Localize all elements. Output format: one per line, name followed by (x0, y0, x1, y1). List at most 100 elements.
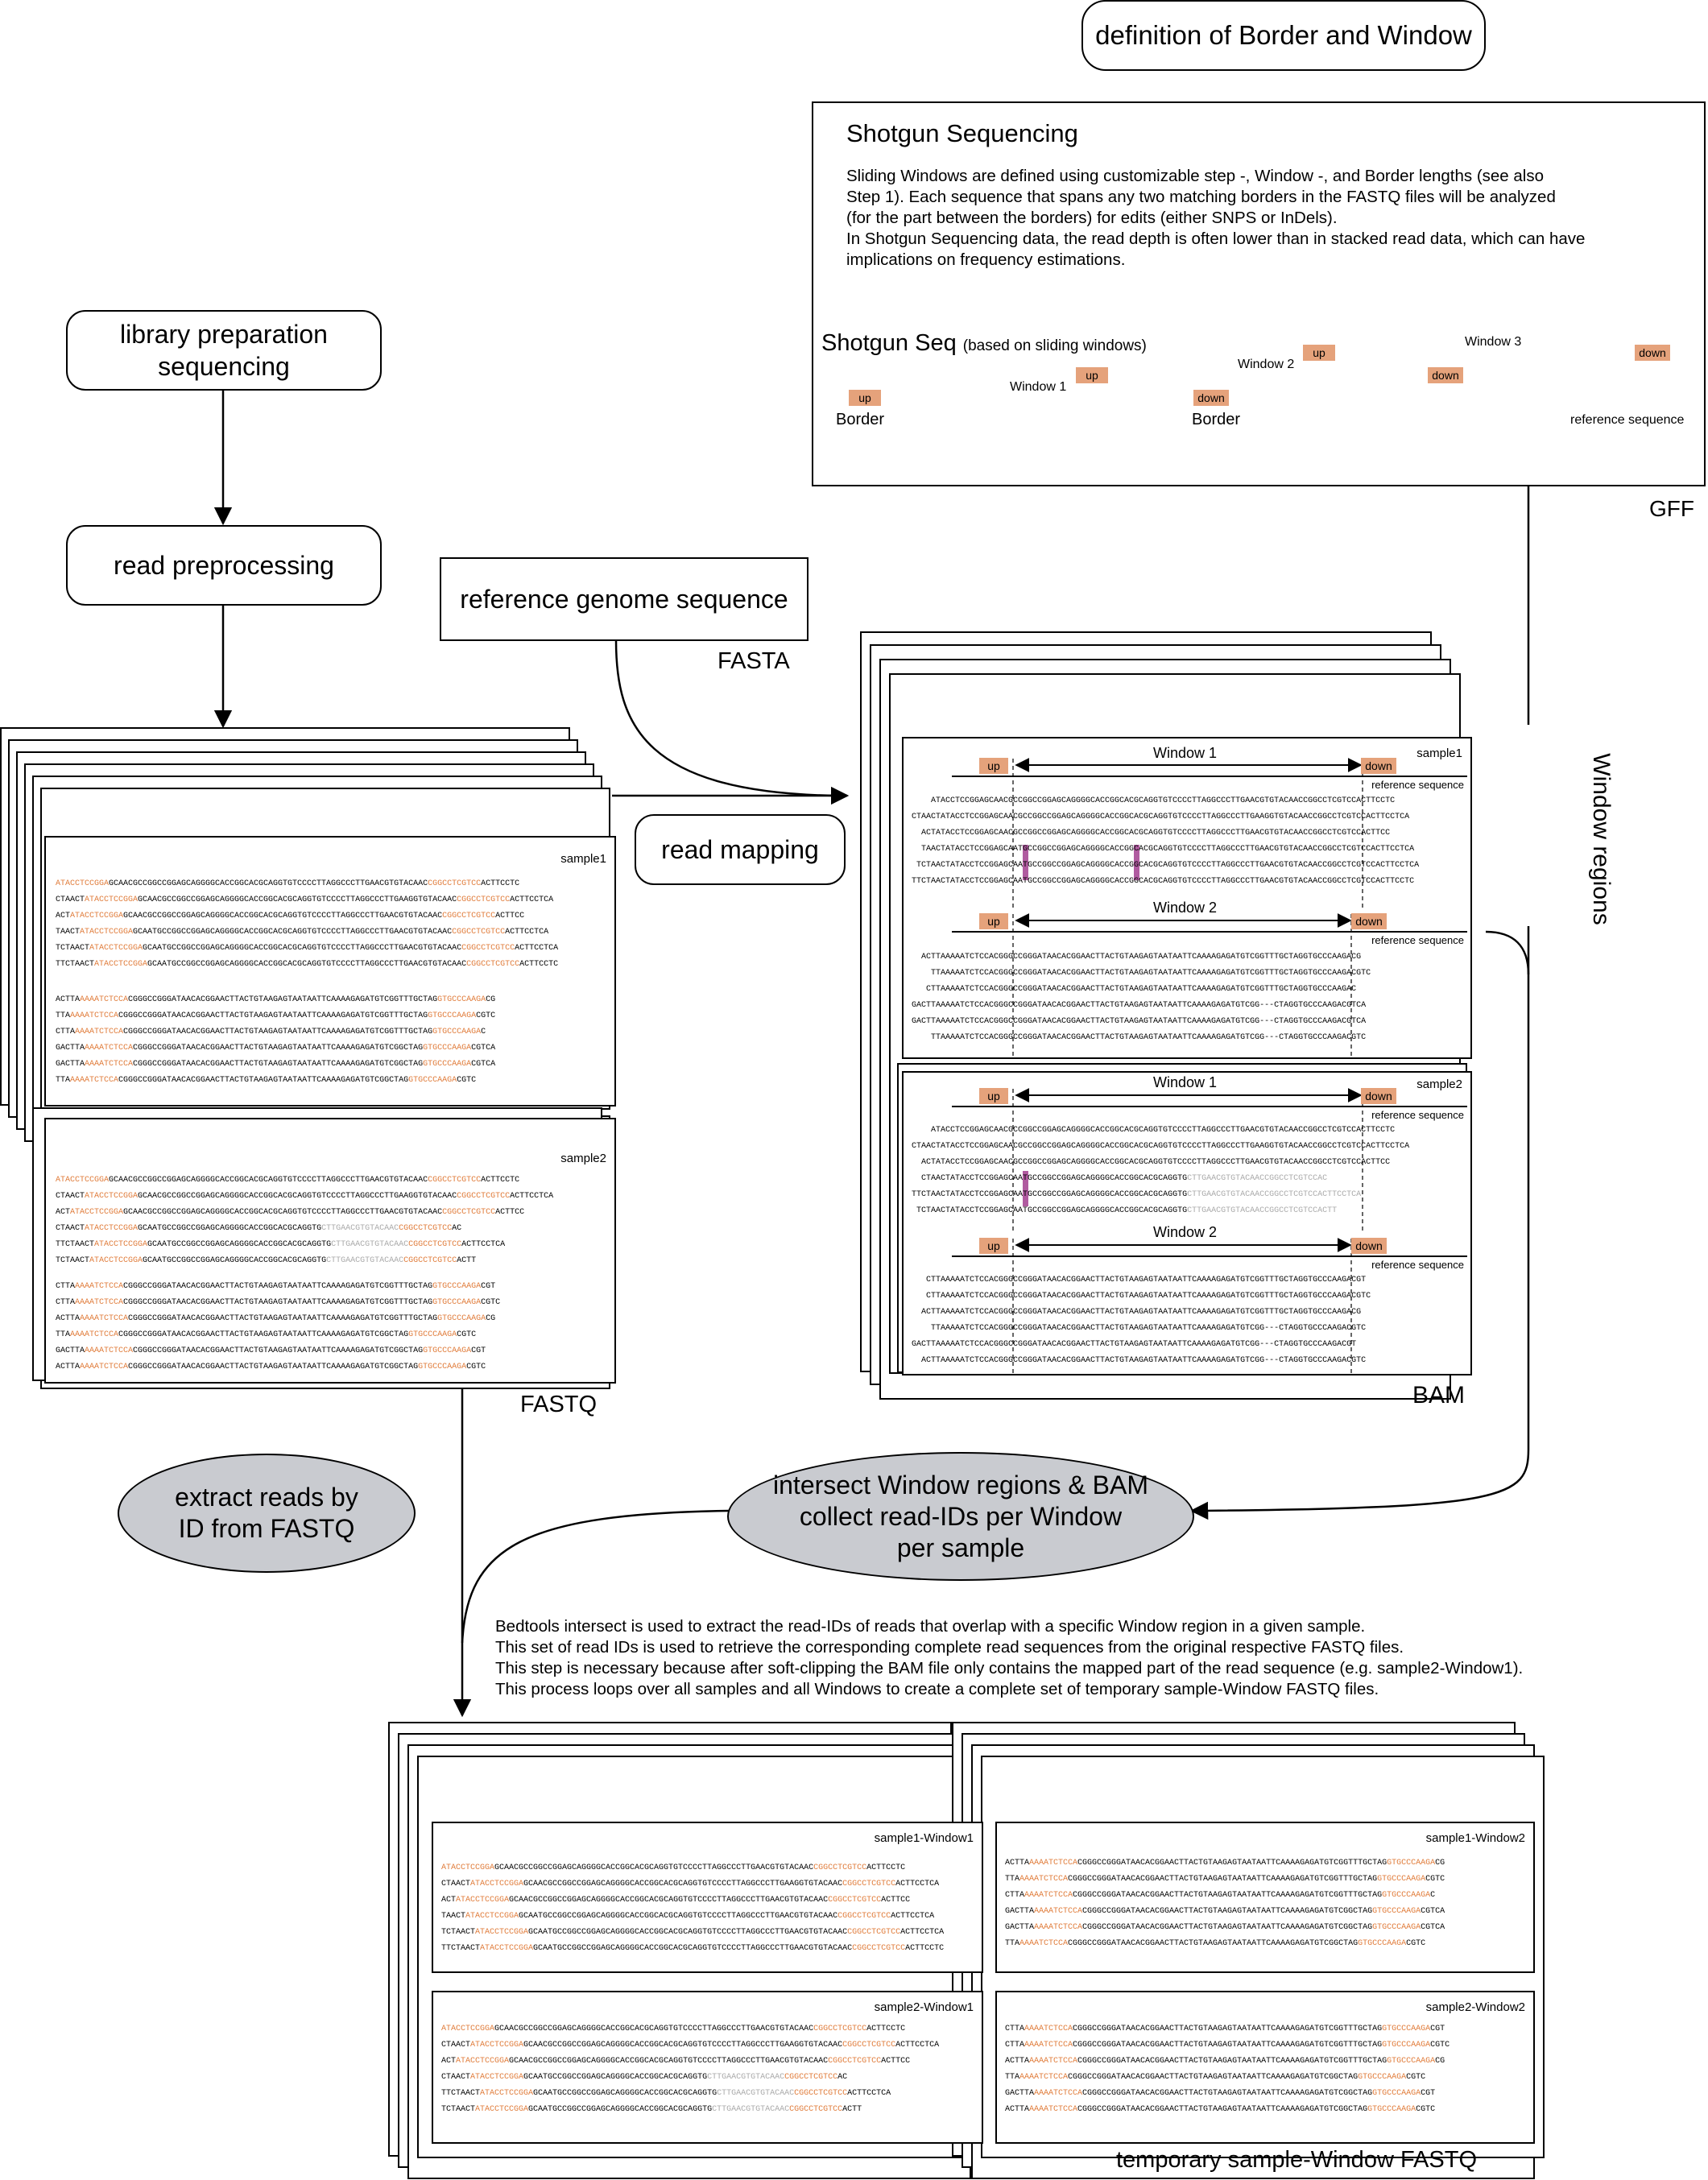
bam-sample2-label: sample2 (1416, 1078, 1462, 1091)
sequence-line: GACTTAAAAATCTCCACGGGCCGGGATAACACGGAACTTA… (912, 1017, 1367, 1026)
schematic-down-tag-2: down (1428, 367, 1463, 383)
sequence-line: CTAACTATACCTCCGGAGCAATGCCGGCCGGAGCAGGGGC… (441, 2073, 848, 2082)
schematic-subtitle: (based on sliding windows) (962, 337, 1147, 354)
sequence-line: CTAACTATACCTCCGGAGCAACGCCGGCCGGAGCAGGGGC… (56, 896, 554, 904)
sequence-line: ACTTAAAAATCTCCACGGGCCGGGATAACACGGAACTTAC… (56, 1363, 486, 1371)
sequence-line: TCTAACTATACCTCCGGAGCAATGCCGGCCGGAGCAGGGG… (441, 1928, 945, 1937)
read-mapping-node: read mapping (635, 814, 846, 885)
sequence-line: TTCTAACTATACCTCCGGAGCAATGCCGGCCGGAGCAGGG… (912, 877, 1415, 886)
sequence-line: CTAACTATACCTCCGGAGCAACGCCGGCCGGAGCAGGGGC… (912, 1142, 1410, 1151)
bam-label: BAM (1412, 1382, 1466, 1409)
sequence-line: ATACCTCCGGAGCAACGCCGGCCGGAGCAGGGGCACCGGC… (912, 1126, 1396, 1135)
arrow-intersect-extract (461, 1509, 730, 1644)
temp-s2w1-label: sample2-Window1 (874, 2000, 974, 2014)
gff-definition-box: Shotgun Sequencing Sliding Windows are d… (812, 101, 1706, 486)
sequence-line: CTAACTATACCTCCGGAGCAACGCCGGCCGGAGCAGGGGC… (912, 813, 1410, 821)
bam-sheet-sample1: sample1 up down Window 1 reference seque… (902, 737, 1472, 1059)
bam1-mutation-mark-1 (1023, 845, 1028, 880)
bam1-w1-down-tag: down (1361, 758, 1396, 774)
sequence-line: ACTTAAAAATCTCCACGGGCCGGGATAACACGGAACTTAC… (56, 995, 496, 1004)
schematic-border-right: Border (1192, 411, 1241, 428)
bam-sheet-sample2: sample2 up down Window 1 reference seque… (902, 1071, 1472, 1375)
sequence-line: TTAAAAATCTCCACGGGCCGGGATAACACGGAACTTACTG… (912, 969, 1371, 978)
fasta-label: FASTA (718, 648, 790, 674)
gff-paragraph: Sliding Windows are defined using custom… (846, 167, 1586, 269)
bam2-w1-down-tag: down (1361, 1088, 1396, 1104)
bam2-w1-label: Window 1 (1153, 1074, 1218, 1090)
arrow-window-intersect (1189, 1449, 1530, 1520)
reference-genome-text: reference genome sequence (460, 584, 788, 614)
sequence-line: ACTTAAAAATCTCCACGGGCCGGGATAACACGGAACTTAC… (1005, 2105, 1436, 2114)
library-prep-node: library preparation sequencing (66, 310, 382, 391)
schematic-up-tag-3: up (1303, 345, 1335, 361)
sequence-line: CTTAAAAATCTCCACGGGCCGGGATAACACGGAACTTACT… (1005, 1891, 1436, 1900)
sequence-line: ATACCTCCGGAGCAACGCCGGCCGGAGCAGGGGCACCGGC… (56, 879, 520, 888)
sequence-line: GACTTAAAAATCTCCACGGGCCGGGATAACACGGAACTTA… (56, 1346, 486, 1355)
sequence-line: ACTTAAAAATCTCCACGGGCCGGGATAACACGGAACTTAC… (912, 1356, 1367, 1365)
sequence-line: TTCTAACTATACCTCCGGAGCAATGCCGGCCGGAGCAGGG… (56, 1240, 506, 1249)
sequence-line: TTAAAAATCTCCACGGGCCGGGATAACACGGAACTTACTG… (1005, 2073, 1426, 2082)
schematic-border-left: Border (836, 411, 885, 428)
bam1-w2-reads: ACTTAAAAATCTCCACGGGCCGGGATAACACGGAACTTAC… (912, 949, 1371, 1046)
sequence-line: TCTAACTATACCTCCGGAGCAATGCCGGCCGGAGCAGGGG… (56, 944, 559, 953)
temp-fastq-label: temporary sample-Window FASTQ (1116, 2147, 1478, 2173)
fastq-sample2-block-b: CTTAAAAATCTCCACGGGCCGGGATAACACGGAACTTACT… (56, 1279, 500, 1375)
schematic-down-tag-3: down (1635, 345, 1670, 361)
sequence-line: GACTTAAAAATCTCCACGGGCCGGGATAACACGGAACTTA… (1005, 1907, 1445, 1916)
temp-s2w2-label: sample2-Window2 (1425, 2000, 1525, 2014)
fastq-sample1-block-a: ATACCTCCGGAGCAACGCCGGCCGGAGCAGGGGCACCGGC… (56, 876, 558, 973)
schematic-title-text: Shotgun Seq (821, 330, 957, 356)
bam1-w2-down-tag: down (1351, 913, 1387, 929)
read-preprocessing-node: read preprocessing (66, 525, 382, 606)
sequence-line: ACTTAAAAATCTCCACGGGCCGGGATAACACGGAACTTAC… (56, 1314, 496, 1323)
sequence-line: CTTAAAAATCTCCACGGGCCGGGATAACACGGAACTTACT… (56, 1282, 496, 1291)
gff-heading: Shotgun Sequencing (846, 119, 1078, 147)
sequence-line: GACTTAAAAATCTCCACGGGCCGGGATAACACGGAACTTA… (56, 1044, 496, 1053)
schematic-up-tag-2: up (1076, 367, 1108, 383)
sequence-line: GACTTAAAAATCTCCACGGGCCGGGATAACACGGAACTTA… (912, 1340, 1357, 1349)
bedtools-paragraph: Bedtools intersect is used to extract th… (495, 1617, 1524, 1698)
fastq-sample1-label: sample1 (560, 852, 606, 866)
sequence-line: ACTTAAAAATCTCCACGGGCCGGGATAACACGGAACTTAC… (912, 1308, 1362, 1317)
extract-reads-node: extract reads by ID from FASTQ (118, 1454, 416, 1573)
bam2-w2-reads: CTTAAAAATCTCCACGGGCCGGGATAACACGGAACTTACT… (912, 1272, 1371, 1369)
intersect-text: intersect Window regions & BAM collect r… (773, 1470, 1148, 1562)
arrow-reference-bam (614, 639, 838, 797)
schematic-window2-label: Window 2 (1238, 358, 1295, 371)
window-regions-label: Window regions (1587, 743, 1615, 936)
bam2-w2-reference-label: reference sequence (1371, 1259, 1464, 1271)
read-mapping-text: read mapping (661, 835, 819, 864)
bam2-w2-down-tag: down (1351, 1238, 1387, 1254)
sequence-line: CTTAAAAATCTCCACGGGCCGGGATAACACGGAACTTACT… (912, 985, 1357, 994)
temp-s1w1-reads: ATACCTCCGGAGCAACGCCGGCCGGAGCAGGGGCACCGGC… (441, 1860, 944, 1957)
sequence-line: TTCTAACTATACCTCCGGAGCAATGCCGGCCGGAGCAGGG… (912, 1190, 1362, 1199)
sequence-line: CTAACTATACCTCCGGAGCAACGCCGGCCGGAGCAGGGGC… (56, 1192, 554, 1201)
extract-reads-text: extract reads by ID from FASTQ (175, 1483, 358, 1543)
temp-s1w2-reads: ACTTAAAAATCTCCACGGGCCGGGATAACACGGAACTTAC… (1005, 1855, 1445, 1952)
sequence-line: TTAAAAATCTCCACGGGCCGGGATAACACGGAACTTACTG… (1005, 1875, 1445, 1884)
schematic-window3-label: Window 3 (1465, 335, 1522, 349)
sequence-line: CTTAAAAATCTCCACGGGCCGGGATAACACGGAACTTACT… (1005, 2025, 1445, 2033)
temp-sheet-s2w2: sample2-Window2 CTTAAAAATCTCCACGGGCCGGGA… (995, 1991, 1535, 2144)
sequence-line: ACTTAAAAATCTCCACGGGCCGGGATAACACGGAACTTAC… (1005, 1859, 1445, 1868)
fastq-sheet-sample1: sample1 ATACCTCCGGAGCAACGCCGGCCGGAGCAGGG… (44, 836, 616, 1107)
sequence-line: CTAACTATACCTCCGGAGCAATGCCGGCCGGAGCAGGGGC… (56, 1224, 462, 1233)
temp-s1w1-label: sample1-Window1 (874, 1831, 974, 1845)
read-preprocessing-text: read preprocessing (114, 551, 334, 580)
sequence-line: CTAACTATACCTCCGGAGCAACGCCGGCCGGAGCAGGGGC… (441, 1880, 940, 1888)
temp-sheet-s1w2: sample1-Window2 ACTTAAAAATCTCCACGGGCCGGG… (995, 1822, 1535, 1973)
fastq-label: FASTQ (520, 1392, 598, 1417)
schematic-reference-label: reference sequence (1570, 413, 1685, 427)
page-title: definition of Border and Window (1081, 0, 1486, 71)
sequence-line: ACTATACCTCCGGAGCAACGCCGGCCGGAGCAGGGGCACC… (912, 1158, 1391, 1167)
fastq-sample2-block-a: ATACCTCCGGAGCAACGCCGGCCGGAGCAGGGGCACCGGC… (56, 1173, 553, 1269)
temp-s2w2-reads: CTTAAAAATCTCCACGGGCCGGGATAACACGGAACTTACT… (1005, 2021, 1450, 2118)
sequence-line: TTAAAAATCTCCACGGGCCGGGATAACACGGAACTTACTG… (56, 1076, 477, 1085)
brace-bam-window (1485, 930, 1530, 975)
temp-sheet-s2w1: sample2-Window1 ATACCTCCGGAGCAACGCCGGCCG… (432, 1991, 983, 2144)
sequence-line: TTAAAAATCTCCACGGGCCGGGATAACACGGAACTTACTG… (56, 1330, 477, 1339)
bam1-w1-label: Window 1 (1153, 745, 1218, 761)
sequence-line: TTAAAAATCTCCACGGGCCGGGATAACACGGAACTTACTG… (912, 1033, 1367, 1042)
sequence-line: TTAAAAATCTCCACGGGCCGGGATAACACGGAACTTACTG… (912, 1324, 1367, 1333)
bam2-w1-up-tag: up (979, 1088, 1008, 1104)
